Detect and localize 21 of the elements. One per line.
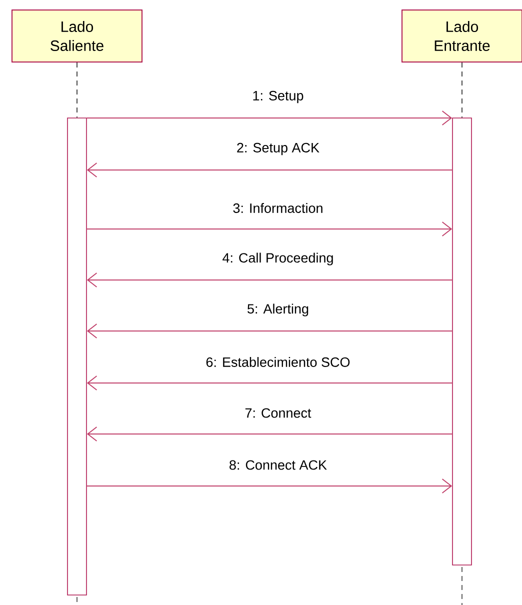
activation-bar: [67, 118, 87, 596]
message-arrow: [86, 426, 453, 442]
message-label: 4: Call Proceeding: [221, 252, 335, 266]
message-label: 8: Connect ACK: [228, 459, 328, 471]
message-arrow: [86, 478, 452, 494]
message-label: 2: Setup ACK: [235, 142, 321, 156]
message-arrow: [86, 272, 453, 288]
message-label: 1: Setup: [251, 90, 305, 104]
lifeline-header: Lado Saliente: [12, 10, 142, 62]
message-label: 6: Establecimiento SCO: [204, 356, 352, 368]
lifeline-header: Lado Entrante: [402, 10, 522, 62]
message-arrow: [86, 324, 453, 338]
message-arrow: [86, 376, 453, 390]
activation-bar: [452, 118, 472, 566]
lifeline: [76, 62, 78, 118]
message-label: 7: Connect: [244, 407, 312, 419]
message-arrow: [86, 110, 452, 126]
message-label: 5: Alerting: [246, 302, 310, 318]
message-arrow: [86, 222, 452, 236]
message-arrow: [86, 162, 453, 178]
message-label: 3: Informaction: [232, 202, 324, 214]
